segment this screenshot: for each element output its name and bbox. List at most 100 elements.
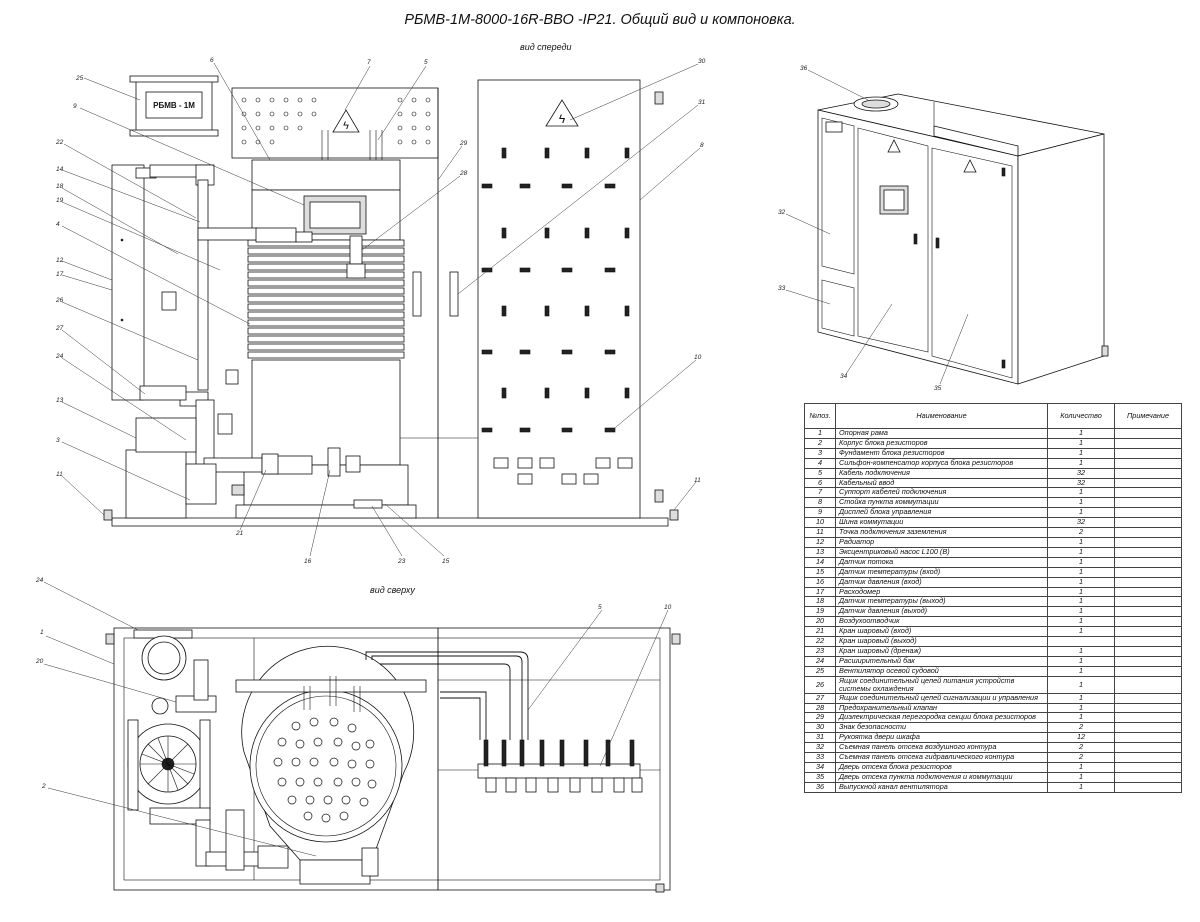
iso-callouts: 36 32 33 34 35 (778, 65, 969, 392)
cell-qty: 1 (1047, 447, 1115, 459)
drawing-title: РБМВ-1М-8000-16R-ВВО -IP21. Общий вид и … (404, 12, 796, 28)
cell-qty: 1 (1047, 586, 1115, 598)
callout-24-top: 24 (35, 577, 44, 584)
cell-note (1114, 781, 1182, 793)
cell-note (1114, 655, 1182, 667)
cell-name: Суппорт кабелей подключения (835, 487, 1048, 499)
cell-qty: 1 (1047, 655, 1115, 667)
cell-qty: 2 (1047, 527, 1115, 538)
cell-pos: 34 (804, 762, 836, 773)
cell-note (1114, 645, 1182, 657)
cell-note (1114, 527, 1182, 538)
cell-note (1114, 566, 1182, 578)
cell-qty: 1 (1047, 762, 1115, 773)
warning-sign-icon (545, 99, 579, 127)
cell-qty: 1 (1047, 576, 1115, 588)
cell-qty: 1 (1047, 497, 1115, 509)
cell-name: Кран шаровый (дренаж) (835, 645, 1048, 657)
cell-qty: 32 (1047, 517, 1115, 529)
callout-16: 16 (304, 558, 312, 565)
cable-support-panel (231, 87, 439, 159)
cell-note (1114, 732, 1182, 744)
support-frame (111, 517, 669, 527)
cell-name: Рукоятка двери шкафа (835, 732, 1048, 744)
cell-pos: 4 (804, 457, 836, 469)
cell-name: Дверь отсека блока резисторов (835, 762, 1048, 773)
cell-name: Фундамент блока резисторов (835, 447, 1048, 459)
header-pos: №поз. (804, 403, 836, 429)
cell-name: Шина коммутации (835, 517, 1048, 529)
callout-20: 20 (35, 658, 44, 665)
cell-name: Дверь отсека пункта подключения и коммут… (835, 771, 1048, 783)
switching-stand (477, 79, 641, 519)
cell-name: Ящик соединительный цепей сигнализации и… (835, 692, 1048, 704)
cell-note (1114, 487, 1182, 499)
cell-qty: 1 (1047, 692, 1115, 704)
callout-10: 10 (694, 354, 702, 361)
cell-name: Вентилятор осевой судовой (835, 665, 1048, 677)
cell-qty: 1 (1047, 616, 1115, 628)
cell-pos: 29 (804, 712, 836, 724)
cell-pos: 20 (804, 616, 836, 628)
cell-pos: 24 (804, 655, 836, 667)
cell-name: Кран шаровый (вход) (835, 626, 1048, 638)
warning-sign-icon (332, 109, 360, 133)
cell-pos: 31 (804, 732, 836, 744)
cell-note (1114, 428, 1182, 439)
cell-pos: 26 (804, 675, 836, 694)
cell-name: Съемная панель отсека воздушного контура (835, 742, 1048, 754)
callout-2: 2 (41, 783, 46, 790)
cell-pos: 10 (804, 517, 836, 529)
callout-18: 18 (56, 183, 64, 190)
cell-qty: 1 (1047, 566, 1115, 578)
cell-pos: 7 (804, 487, 836, 499)
busbar-terminals (483, 739, 643, 793)
resistor-door (857, 127, 929, 353)
cell-note (1114, 636, 1182, 647)
cell-note (1114, 771, 1182, 783)
cell-qty: 1 (1047, 457, 1115, 469)
cell-note (1114, 606, 1182, 618)
callout-33: 33 (778, 285, 786, 292)
door-handle (449, 271, 459, 317)
radiator (111, 164, 145, 401)
ground-point-icon (669, 509, 679, 521)
switching-busbars (481, 147, 633, 485)
cell-pos: 11 (804, 527, 836, 538)
cell-name: Датчик давления (выход) (835, 606, 1048, 618)
parts-list-table: №поз. Наименование Количество Примечание… (804, 403, 1182, 793)
cell-qty: 1 (1047, 645, 1115, 657)
cell-pos: 15 (804, 566, 836, 578)
callout-4: 4 (56, 221, 60, 228)
cell-note (1114, 517, 1182, 529)
cell-note (1114, 665, 1182, 677)
callout-35: 35 (934, 385, 942, 392)
cell-qty: 1 (1047, 556, 1115, 568)
busbar-rail (477, 763, 641, 779)
resistor-housing-lower (251, 359, 401, 466)
cell-qty: 1 (1047, 675, 1115, 694)
cell-pos: 13 (804, 546, 836, 558)
cell-qty: 1 (1047, 487, 1115, 499)
cell-pos: 25 (804, 665, 836, 677)
resistor-top-view (235, 645, 427, 885)
cable-bundle (321, 130, 383, 160)
cell-pos: 21 (804, 626, 836, 638)
cell-note (1114, 497, 1182, 509)
cell-name: Расходомер (835, 586, 1048, 598)
cabinet-side (1017, 133, 1105, 385)
cell-note (1114, 692, 1182, 704)
cell-name: Диэлектрическая перегородка секции блока… (835, 712, 1048, 724)
